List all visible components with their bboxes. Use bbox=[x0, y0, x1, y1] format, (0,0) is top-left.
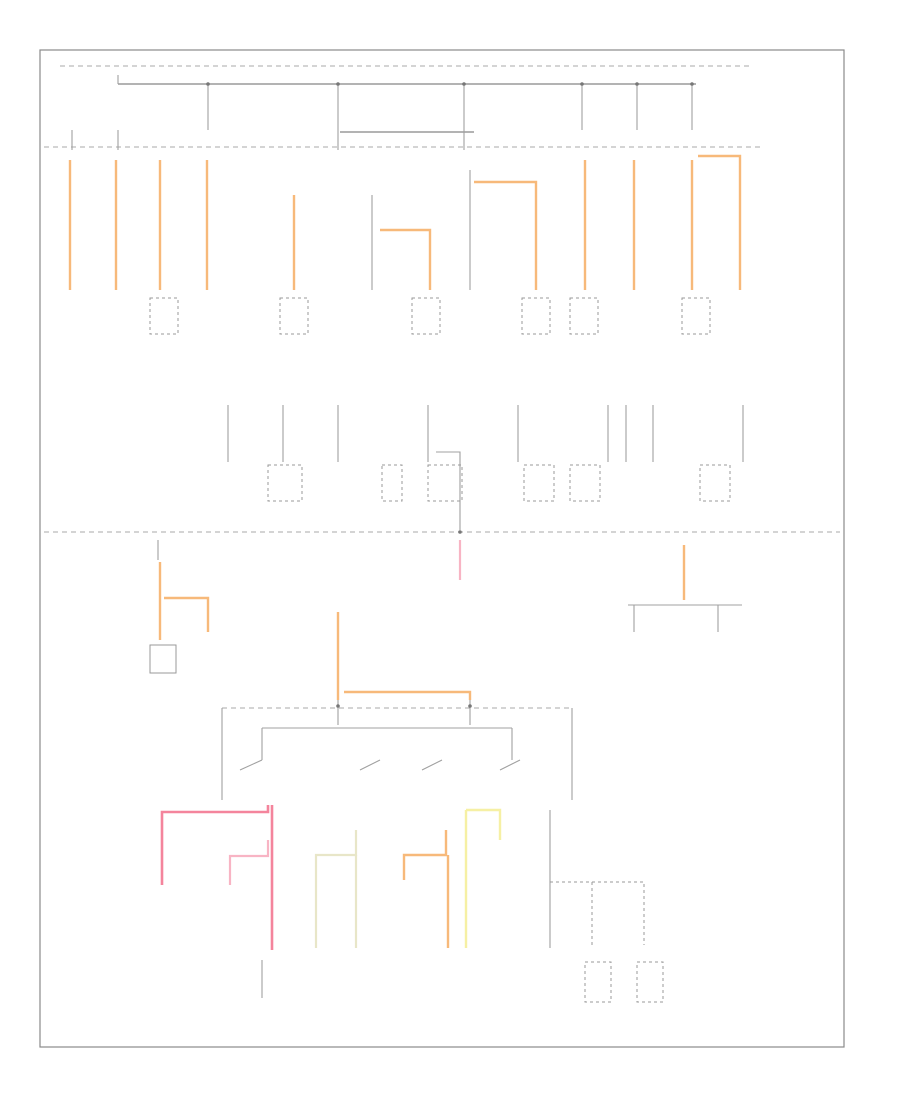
central-module bbox=[221, 612, 573, 800]
top-components bbox=[149, 297, 711, 335]
diagram-frame bbox=[39, 49, 845, 1048]
top-fuse-drops bbox=[71, 75, 693, 150]
bottom-harness-wires bbox=[160, 805, 645, 950]
middle-row bbox=[227, 405, 744, 530]
bottom-components bbox=[261, 960, 664, 1003]
top-harness-wires bbox=[68, 154, 742, 290]
lower-left-circuit bbox=[149, 540, 210, 674]
lower-right-circuit bbox=[628, 545, 742, 632]
connector-pins bbox=[206, 82, 694, 708]
